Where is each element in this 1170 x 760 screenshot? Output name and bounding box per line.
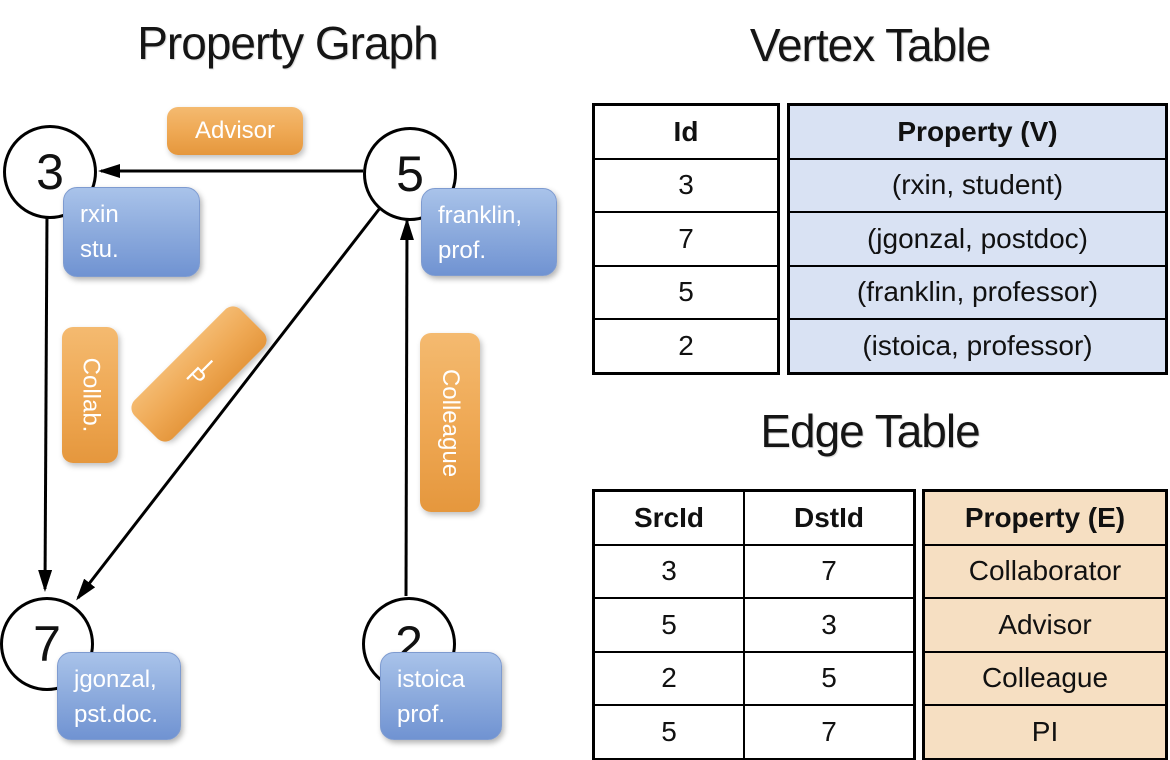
edge-dst-cell: 5 [743, 650, 916, 706]
vertex-property-line: rxin [80, 201, 119, 228]
edge-table-header-property: Property (E) [922, 489, 1168, 546]
vertex-property-box-istoica: istoica prof. [380, 652, 502, 740]
vertex-id-cell: 7 [592, 211, 780, 267]
edge-table-row: Colleague [922, 650, 1168, 706]
edge-table-row: 3 7 [592, 543, 916, 599]
edge-table-property-column: Property (E) Collaborator Advisor Collea… [922, 489, 1168, 760]
edge-table-header-row: SrcId DstId [592, 489, 916, 546]
vertex-property-line: istoica [397, 666, 466, 693]
vertex-property-cell: (istoica, professor) [787, 318, 1168, 374]
vertex-table-header-row: Property (V) [787, 103, 1168, 160]
vertex-table-row: 5 [592, 264, 780, 320]
vertex-table-row: 3 [592, 157, 780, 213]
edge-src-cell: 5 [592, 704, 745, 760]
vertex-table-header-property: Property (V) [787, 103, 1168, 160]
edge-table-row: 5 7 [592, 704, 916, 760]
edge-src-cell: 2 [592, 650, 745, 706]
edge-table-header-dstid: DstId [743, 489, 916, 546]
edge-label-collaborator: Collab. [62, 327, 118, 463]
vertex-property-box-jgonzal: jgonzal, pst.doc. [57, 652, 181, 740]
vertex-property-cell: (rxin, student) [787, 157, 1168, 213]
edge-property-cell: Collaborator [922, 543, 1168, 599]
edge-src-cell: 5 [592, 597, 745, 653]
vertex-property-box-franklin: franklin, prof. [421, 188, 557, 276]
edge-table-row: Collaborator [922, 543, 1168, 599]
edge-table-title: Edge Table [760, 405, 980, 457]
vertex-property-line: prof. [438, 236, 487, 264]
graph-edges-svg [38, 164, 414, 601]
edge-2-to-5 [399, 218, 414, 597]
vertex-property-line: stu. [80, 235, 119, 263]
vertex-property-line: jgonzal, [74, 666, 157, 693]
edge-table-row: Advisor [922, 597, 1168, 653]
edge-label-colleague: Colleague [420, 333, 480, 512]
edge-5-to-7 [76, 207, 382, 601]
edge-table-header-row: Property (E) [922, 489, 1168, 546]
edge-property-cell: PI [922, 704, 1168, 760]
property-graph-title: Property Graph [137, 17, 438, 69]
edge-table-row: PI [922, 704, 1168, 760]
edge-dst-cell: 7 [743, 704, 916, 760]
vertex-table-row: (franklin, professor) [787, 264, 1168, 320]
vertex-table-header-id: Id [592, 103, 780, 160]
vertex-table-header-row: Id [592, 103, 780, 160]
edge-label-advisor: Advisor [167, 107, 303, 155]
vertex-property-cell: (franklin, professor) [787, 264, 1168, 320]
edge-table-row: 2 5 [592, 650, 916, 706]
edge-dst-cell: 7 [743, 543, 916, 599]
vertex-property-line: prof. [397, 700, 446, 728]
edge-table-id-columns: SrcId DstId 3 7 5 3 2 5 5 7 [592, 489, 916, 760]
edge-dst-cell: 3 [743, 597, 916, 653]
vertex-table-row: (istoica, professor) [787, 318, 1168, 374]
edge-table-row: 5 3 [592, 597, 916, 653]
vertex-id: 7 [33, 616, 61, 672]
edge-property-cell: Advisor [922, 597, 1168, 653]
vertex-table-row: (jgonzal, postdoc) [787, 211, 1168, 267]
edge-label-text: Collab. [77, 357, 104, 433]
vertex-table-title: Vertex Table [749, 19, 991, 71]
edge-label-text: Colleague [437, 368, 464, 477]
vertex-property-cell: (jgonzal, postdoc) [787, 211, 1168, 267]
vertex-table-row: (rxin, student) [787, 157, 1168, 213]
vertex-table-row: 7 [592, 211, 780, 267]
vertex-table-id-column: Id 3 7 5 2 [592, 103, 780, 375]
edge-table-header-srcid: SrcId [592, 489, 745, 546]
edge-label-text: Advisor [194, 117, 276, 144]
vertex-id: 5 [396, 146, 424, 202]
vertex-property-line: pst.doc. [74, 700, 159, 728]
vertex-id-cell: 3 [592, 157, 780, 213]
vertex-id: 3 [36, 144, 64, 200]
vertex-id-cell: 5 [592, 264, 780, 320]
edge-property-cell: Colleague [922, 650, 1168, 706]
vertex-property-line: franklin, [438, 202, 523, 229]
vertex-table-property-column: Property (V) (rxin, student) (jgonzal, p… [787, 103, 1168, 375]
vertex-id-cell: 2 [592, 318, 780, 374]
edge-3-to-7 [38, 211, 53, 592]
vertex-property-box-rxin: rxin stu. [63, 187, 200, 277]
vertex-table-row: 2 [592, 318, 780, 374]
edge-src-cell: 3 [592, 543, 745, 599]
